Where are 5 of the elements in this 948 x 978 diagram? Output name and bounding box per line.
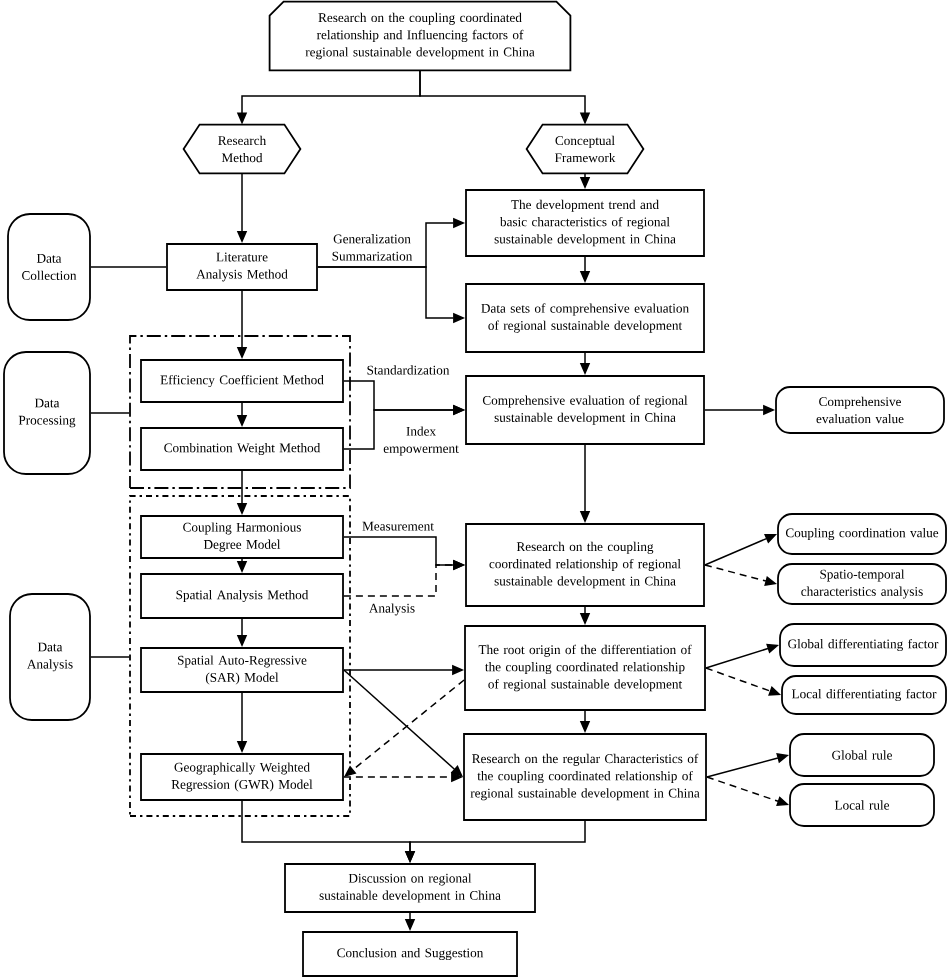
- connector-line: [90, 412, 130, 414]
- connector-line: [90, 656, 130, 658]
- dashed-frame: [129, 335, 351, 489]
- connector-line: [90, 266, 167, 268]
- dashed-frame: [129, 495, 351, 817]
